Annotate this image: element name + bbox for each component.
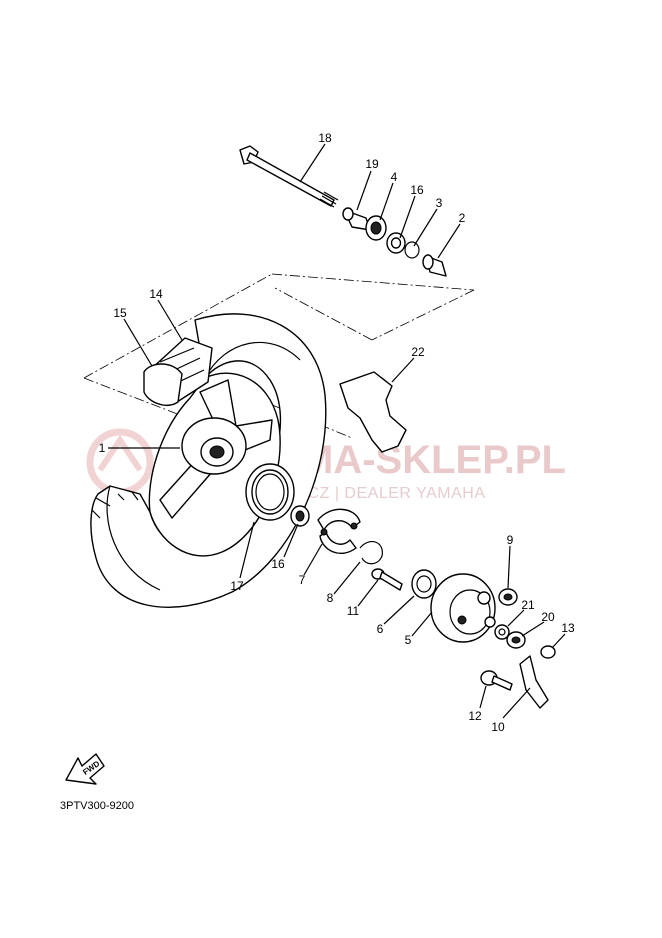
callout-7: 7 [299,573,306,587]
brake-cam-lever [519,655,549,709]
drum-ring [245,463,295,521]
washer-21 [494,624,510,640]
callout-22: 22 [411,345,425,359]
callout-9: 9 [507,533,514,547]
leader-lines [108,143,566,719]
axle [239,145,339,208]
callout-14: 14 [149,287,163,301]
callout-6: 6 [377,622,384,636]
callout-5: 5 [405,633,412,647]
nut-9 [498,588,518,606]
diagram-code: 3PTV300-9200 [60,800,134,812]
watermark-sub-text: HOWICZ | DEALER YAMAHA [262,485,485,502]
watermark: MA-SKLEP.PL HOWICZ | DEALER YAMAHA [86,428,566,502]
callout-15: 15 [113,306,127,320]
circlip [404,241,420,259]
nut-13 [540,645,556,659]
callout-17: 17 [230,579,244,593]
forward-direction-indicator: FWD [65,753,105,785]
wheel-assembly [90,313,327,608]
forward-arrow-icon [65,753,105,785]
callout-11: 11 [347,604,360,618]
callout-13: 13 [561,621,575,635]
brake-spring [359,540,383,565]
callout-20: 20 [541,610,555,624]
callout-labels: 18 19 4 16 3 2 14 15 22 1 16 17 7 8 11 6… [99,131,575,734]
collar-end [342,207,354,221]
wheel-hub [181,417,247,475]
callout-16: 16 [410,183,424,197]
brake-shoe-plate [430,573,496,643]
bolt-12 [480,670,513,691]
callout-16: 16 [271,557,285,571]
bearing-lower [290,505,310,527]
spacer-end [422,254,434,270]
callout-1: 1 [99,441,106,455]
callout-8: 8 [327,591,334,605]
tire [90,313,327,608]
oil-seal-upper [365,215,387,241]
callout-18: 18 [318,131,332,145]
brake-shoes [317,508,361,554]
bearing-upper [386,232,406,254]
callout-10: 10 [491,720,505,734]
brake-camshaft [371,568,403,591]
callout-21: 21 [521,598,535,612]
tire-lugs [91,491,139,519]
callout-4: 4 [391,170,398,184]
callout-3: 3 [436,196,443,210]
callout-12: 12 [468,709,482,723]
oil-seal-lower [411,569,437,599]
brake-shield [339,371,407,453]
nut-20 [506,631,526,649]
inner-tube [143,363,183,406]
watermark-main-text: MA-SKLEP.PL [300,438,566,482]
callout-19: 19 [365,157,379,171]
callout-2: 2 [459,211,466,225]
